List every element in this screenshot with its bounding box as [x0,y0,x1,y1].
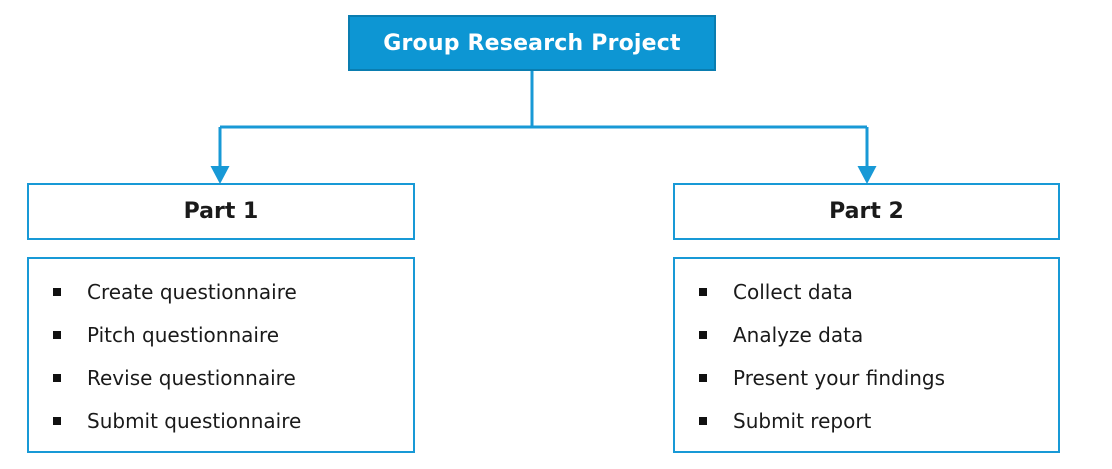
part2-list-box: Collect data Analyze data Present your f… [673,257,1060,453]
list-item: Present your findings [675,356,1058,399]
root-node-label: Group Research Project [383,30,681,56]
list-item-label: Analyze data [733,322,864,347]
list-item: Analyze data [675,313,1058,356]
bullet-square-icon [699,330,707,339]
bullet-square-icon [699,416,707,425]
bullet-square-icon [53,287,61,296]
part2-task-list: Collect data Analyze data Present your f… [675,270,1058,442]
part1-list-box: Create questionnaire Pitch questionnaire… [27,257,415,453]
list-item-label: Submit report [733,408,872,433]
part1-title: Part 1 [183,199,259,224]
bullet-square-icon [53,330,61,339]
list-item-label: Submit questionnaire [87,408,302,433]
list-item: Revise questionnaire [29,356,413,399]
part1-task-list: Create questionnaire Pitch questionnaire… [29,270,413,442]
bullet-square-icon [53,373,61,382]
part2-header-box: Part 2 [673,183,1060,240]
list-item-label: Collect data [733,279,853,304]
list-item: Submit questionnaire [29,399,413,442]
root-node: Group Research Project [348,15,716,71]
part2-title: Part 2 [829,199,904,224]
left-arrowhead-icon [210,166,230,184]
list-item-label: Present your findings [733,365,946,390]
list-item-label: Pitch questionnaire [87,322,280,347]
list-item: Pitch questionnaire [29,313,413,356]
list-item-label: Create questionnaire [87,279,297,304]
bullet-square-icon [699,373,707,382]
part1-header-box: Part 1 [27,183,415,240]
right-arrowhead-icon [857,166,877,184]
bullet-square-icon [53,416,61,425]
bullet-square-icon [699,287,707,296]
list-item: Collect data [675,270,1058,313]
list-item-label: Revise questionnaire [87,365,296,390]
list-item: Submit report [675,399,1058,442]
list-item: Create questionnaire [29,270,413,313]
